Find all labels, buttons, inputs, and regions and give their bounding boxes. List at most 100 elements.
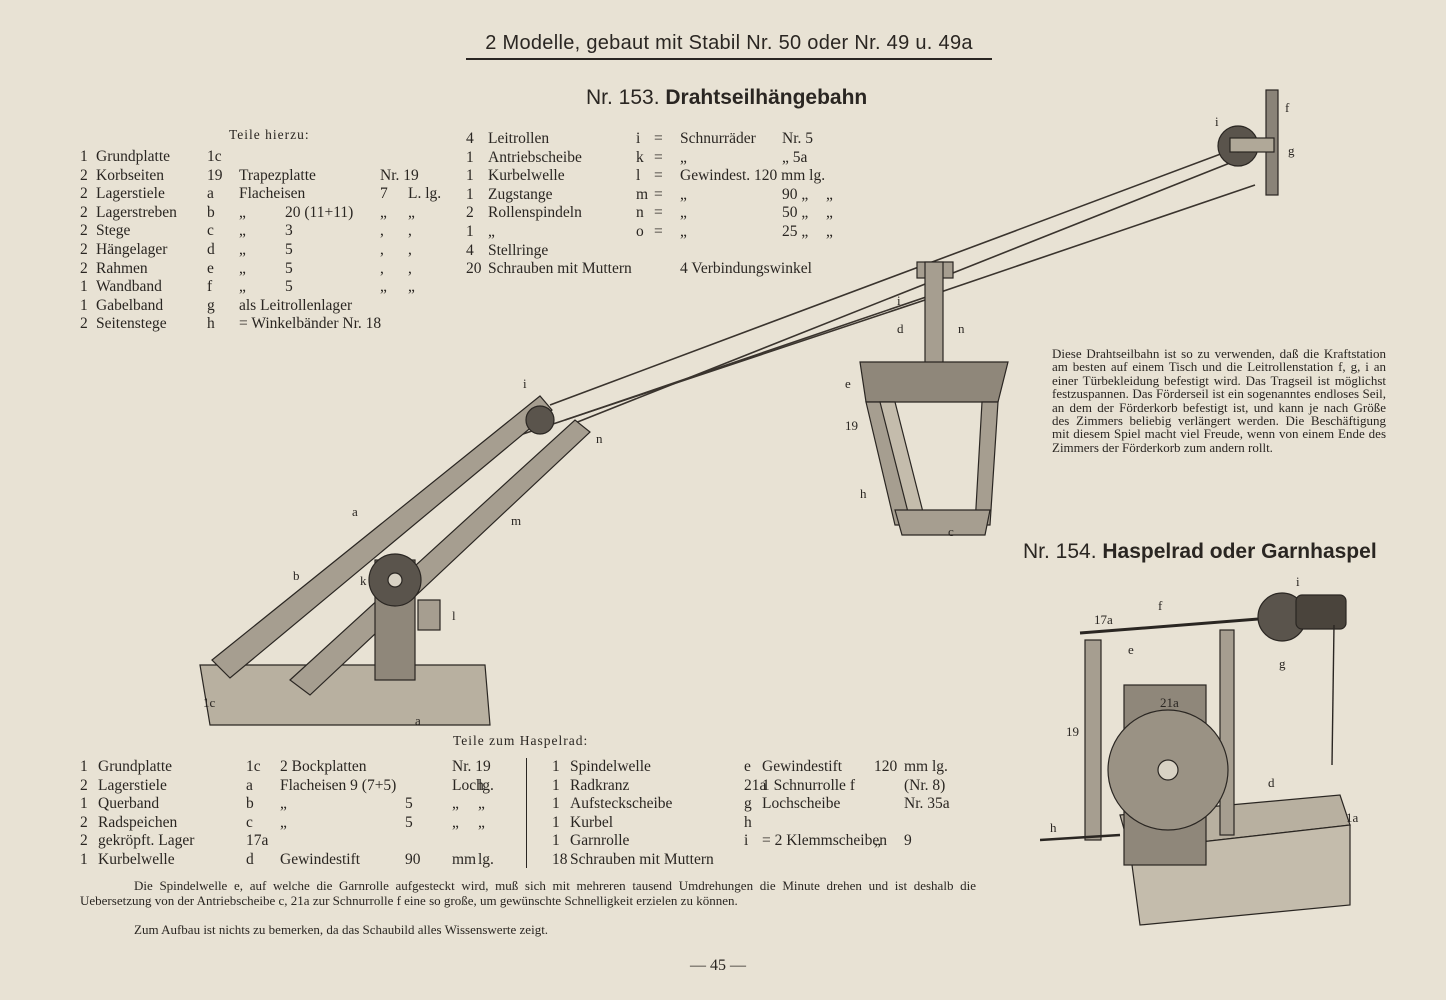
parts-cell: b: [207, 203, 215, 221]
parts-cell: k: [636, 148, 644, 166]
parts-cell: „: [452, 813, 459, 831]
parts-cell: Querband: [98, 795, 160, 813]
parts-cell: ,: [380, 222, 384, 240]
pulley-station: [1217, 89, 1279, 196]
parts-cell: Korbseiten: [96, 166, 165, 184]
parts-cell: 1: [466, 185, 474, 203]
parts-cell: 9: [904, 832, 912, 850]
parts-cell: h: [744, 813, 752, 831]
parts-cell: Radspeichen: [98, 813, 178, 831]
parts-cell: 5: [285, 240, 293, 258]
parts-cell: 1: [466, 167, 474, 185]
parts-cell: (Nr. 8): [904, 776, 946, 794]
parts-cell: 1: [80, 758, 88, 775]
parts-cell: „: [239, 240, 246, 258]
parts-cell: „: [239, 203, 246, 221]
parts-cell: lg.: [478, 850, 494, 868]
parts-cell: „: [280, 813, 287, 831]
page-header: 2 Modelle, gebaut mit Stabil Nr. 50 oder…: [466, 32, 992, 60]
parts-cell: „: [826, 204, 833, 222]
label-19: 19: [845, 418, 858, 433]
parts-cell: 1c: [207, 148, 222, 165]
parts-cell: 1: [466, 222, 474, 240]
parts-cell: 2: [80, 259, 88, 277]
parts-cell: 2: [80, 813, 88, 831]
parts-cell: Aufsteckscheibe: [570, 795, 673, 813]
parts-cell: c: [207, 222, 214, 240]
parts-cell: „: [826, 222, 833, 240]
parts-cell: 4 Verbindungswinkel: [680, 260, 812, 278]
parts-cell: 2: [80, 203, 88, 221]
parts-cell: Gewindestift: [762, 758, 843, 775]
parts-cell: „: [680, 204, 687, 222]
label-n: n: [596, 431, 603, 446]
parts-cell: =: [654, 222, 663, 240]
parts-cell: „: [478, 795, 485, 813]
cable-car-illustration: [199, 89, 1279, 726]
parts-cell: 18: [552, 850, 568, 868]
parts-cell: ,: [380, 240, 384, 258]
label-l: l: [452, 608, 456, 623]
parts-cell: m: [636, 185, 649, 203]
parts-cell: 2: [80, 222, 88, 240]
parts-cell: ,: [408, 240, 412, 258]
model-153-parts-caption: Teile hierzu:: [229, 127, 310, 142]
parts-cell: „ 5a: [782, 148, 808, 166]
model-153-name: Drahtseilhängebahn: [665, 86, 868, 109]
parts-row: 1„o=„25 „„: [466, 223, 866, 242]
parts-cell: o: [636, 222, 644, 240]
parts-cell: 2: [80, 315, 88, 333]
parts-cell: 20 (11+11): [285, 203, 354, 221]
label-g: g: [1279, 656, 1286, 671]
carrying-cable: [549, 142, 1251, 406]
parts-cell: Kurbelwelle: [98, 850, 175, 868]
label-c: c: [948, 524, 954, 539]
parts-cell: Lagerstiele: [96, 185, 165, 203]
model-154-note-assembly: Zum Aufbau ist nichts zu bemerken, da da…: [134, 922, 549, 937]
parts-cell: Grundplatte: [96, 148, 171, 165]
parts-cell: Stege: [96, 222, 131, 240]
parts-cell: ,: [408, 222, 412, 240]
parts-cell: 50 „: [782, 204, 809, 222]
parts-cell: 17a: [246, 832, 269, 850]
parts-cell: Nr. 19: [380, 166, 419, 184]
parts-cell: „: [680, 222, 687, 240]
parts-cell: „: [239, 222, 246, 240]
parts-cell: „: [680, 148, 687, 166]
parts-cell: 1: [80, 296, 88, 314]
parts-cell: n: [636, 204, 644, 222]
reel-illustration: [1040, 592, 1351, 926]
parts-cell: „: [408, 203, 415, 221]
parts-cell: 1: [552, 776, 560, 794]
label-1c: 1c: [203, 695, 216, 710]
parts-cell: h: [207, 315, 215, 333]
parts-cell: Kurbelwelle: [488, 167, 565, 185]
parts-cell: 19: [207, 166, 223, 184]
parts-cell: ,: [408, 259, 412, 277]
label-f: f: [1158, 598, 1163, 613]
parts-cell: 2: [80, 832, 88, 850]
label-h: h: [1050, 820, 1057, 835]
parts-cell: 1: [80, 278, 88, 296]
parts-cell: „: [488, 222, 495, 240]
parts-cell: Kurbel: [570, 813, 614, 831]
parts-cell: Schrauben mit Muttern: [570, 850, 714, 868]
label-17a: 17a: [1094, 612, 1113, 627]
parts-cell: „: [239, 278, 246, 296]
parts-cell: Lochscheibe: [762, 795, 841, 813]
parts-cell: 1: [80, 795, 88, 813]
label-a: a: [352, 504, 358, 519]
